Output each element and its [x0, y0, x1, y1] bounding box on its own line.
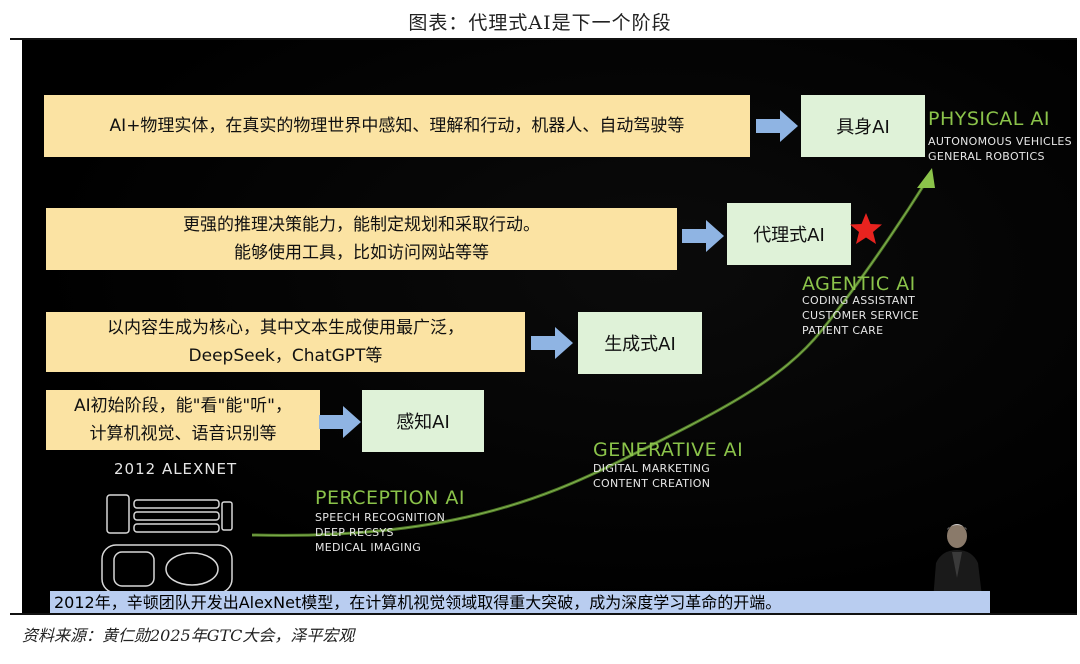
gpu-chip-icon [102, 495, 232, 593]
slide-image: AI+物理实体，在真实的物理世界中感知、理解和行动，机器人、自动驾驶等 具身AI… [22, 40, 1077, 613]
star-icon [849, 212, 883, 246]
description-box-embodied: AI+物理实体，在真实的物理世界中感知、理解和行动，机器人、自动驾驶等 [44, 95, 750, 157]
bottom-rule [10, 613, 1077, 615]
description-line: AI+物理实体，在真实的物理世界中感知、理解和行动，机器人、自动驾驶等 [110, 112, 685, 140]
slide-item: MEDICAL IMAGING [315, 540, 445, 555]
alexnet-label: 2012 ALEXNET [114, 460, 237, 478]
stage-box-label: 代理式AI [753, 221, 825, 247]
slide-item: DEEP RECSYS [315, 525, 445, 540]
description-box-generative: 以内容生成为核心，其中文本生成使用最广泛， DeepSeek，ChatGPT等 [46, 312, 525, 372]
figure-title: 图表：代理式AI是下一个阶段 [0, 8, 1080, 35]
slide-label-perception: PERCEPTION AI [315, 487, 465, 509]
description-line: AI初始阶段，能"看"能"听"， [74, 392, 292, 420]
slide-items-agentic: CODING ASSISTANT CUSTOMER SERVICE PATIEN… [802, 293, 919, 338]
slide-items-generative: DIGITAL MARKETING CONTENT CREATION [593, 461, 710, 491]
description-line: DeepSeek，ChatGPT等 [189, 342, 383, 370]
right-arrow-icon [682, 220, 724, 252]
description-line: 更强的推理决策能力，能制定规划和采取行动。 [183, 211, 540, 239]
slide-item: CUSTOMER SERVICE [802, 308, 919, 323]
caption-bar: 2012年，辛顿团队开发出AlexNet模型，在计算机视觉领域取得重大突破，成为… [50, 591, 990, 613]
stage-box-generative: 生成式AI [578, 312, 702, 374]
stage-box-label: 感知AI [396, 408, 450, 434]
slide-items-physical: AUTONOMOUS VEHICLES GENERAL ROBOTICS [928, 134, 1072, 164]
description-box-agentic: 更强的推理决策能力，能制定规划和采取行动。 能够使用工具，比如访问网站等等 [46, 208, 677, 270]
stage-box-perception: 感知AI [362, 390, 484, 452]
slide-label-generative: GENERATIVE AI [593, 439, 743, 461]
right-arrow-icon [756, 110, 798, 142]
right-arrow-icon [319, 406, 361, 438]
description-line: 计算机视觉、语音识别等 [90, 420, 277, 448]
slide-item: GENERAL ROBOTICS [928, 149, 1072, 164]
source-note: 资料来源：黄仁勋2025年GTC大会，泽平宏观 [22, 622, 354, 646]
slide-items-perception: SPEECH RECOGNITION DEEP RECSYS MEDICAL I… [315, 510, 445, 555]
stage-box-embodied: 具身AI [801, 95, 925, 157]
description-line: 能够使用工具，比如访问网站等等 [234, 239, 489, 267]
slide-label-physical: PHYSICAL AI [928, 108, 1050, 130]
slide-item: AUTONOMOUS VEHICLES [928, 134, 1072, 149]
slide-item: DIGITAL MARKETING [593, 461, 710, 476]
stage-box-agentic: 代理式AI [727, 203, 851, 265]
slide-item: CODING ASSISTANT [802, 293, 919, 308]
description-box-perception: AI初始阶段，能"看"能"听"， 计算机视觉、语音识别等 [46, 390, 320, 450]
right-arrow-icon [531, 327, 573, 359]
description-line: 以内容生成为核心，其中文本生成使用最广泛， [107, 314, 464, 342]
slide-label-agentic: AGENTIC AI [802, 273, 916, 295]
stage-box-label: 生成式AI [604, 330, 676, 356]
slide-item: PATIENT CARE [802, 323, 919, 338]
slide-item: SPEECH RECOGNITION [315, 510, 445, 525]
slide-item: CONTENT CREATION [593, 476, 710, 491]
stage-box-label: 具身AI [836, 113, 890, 139]
